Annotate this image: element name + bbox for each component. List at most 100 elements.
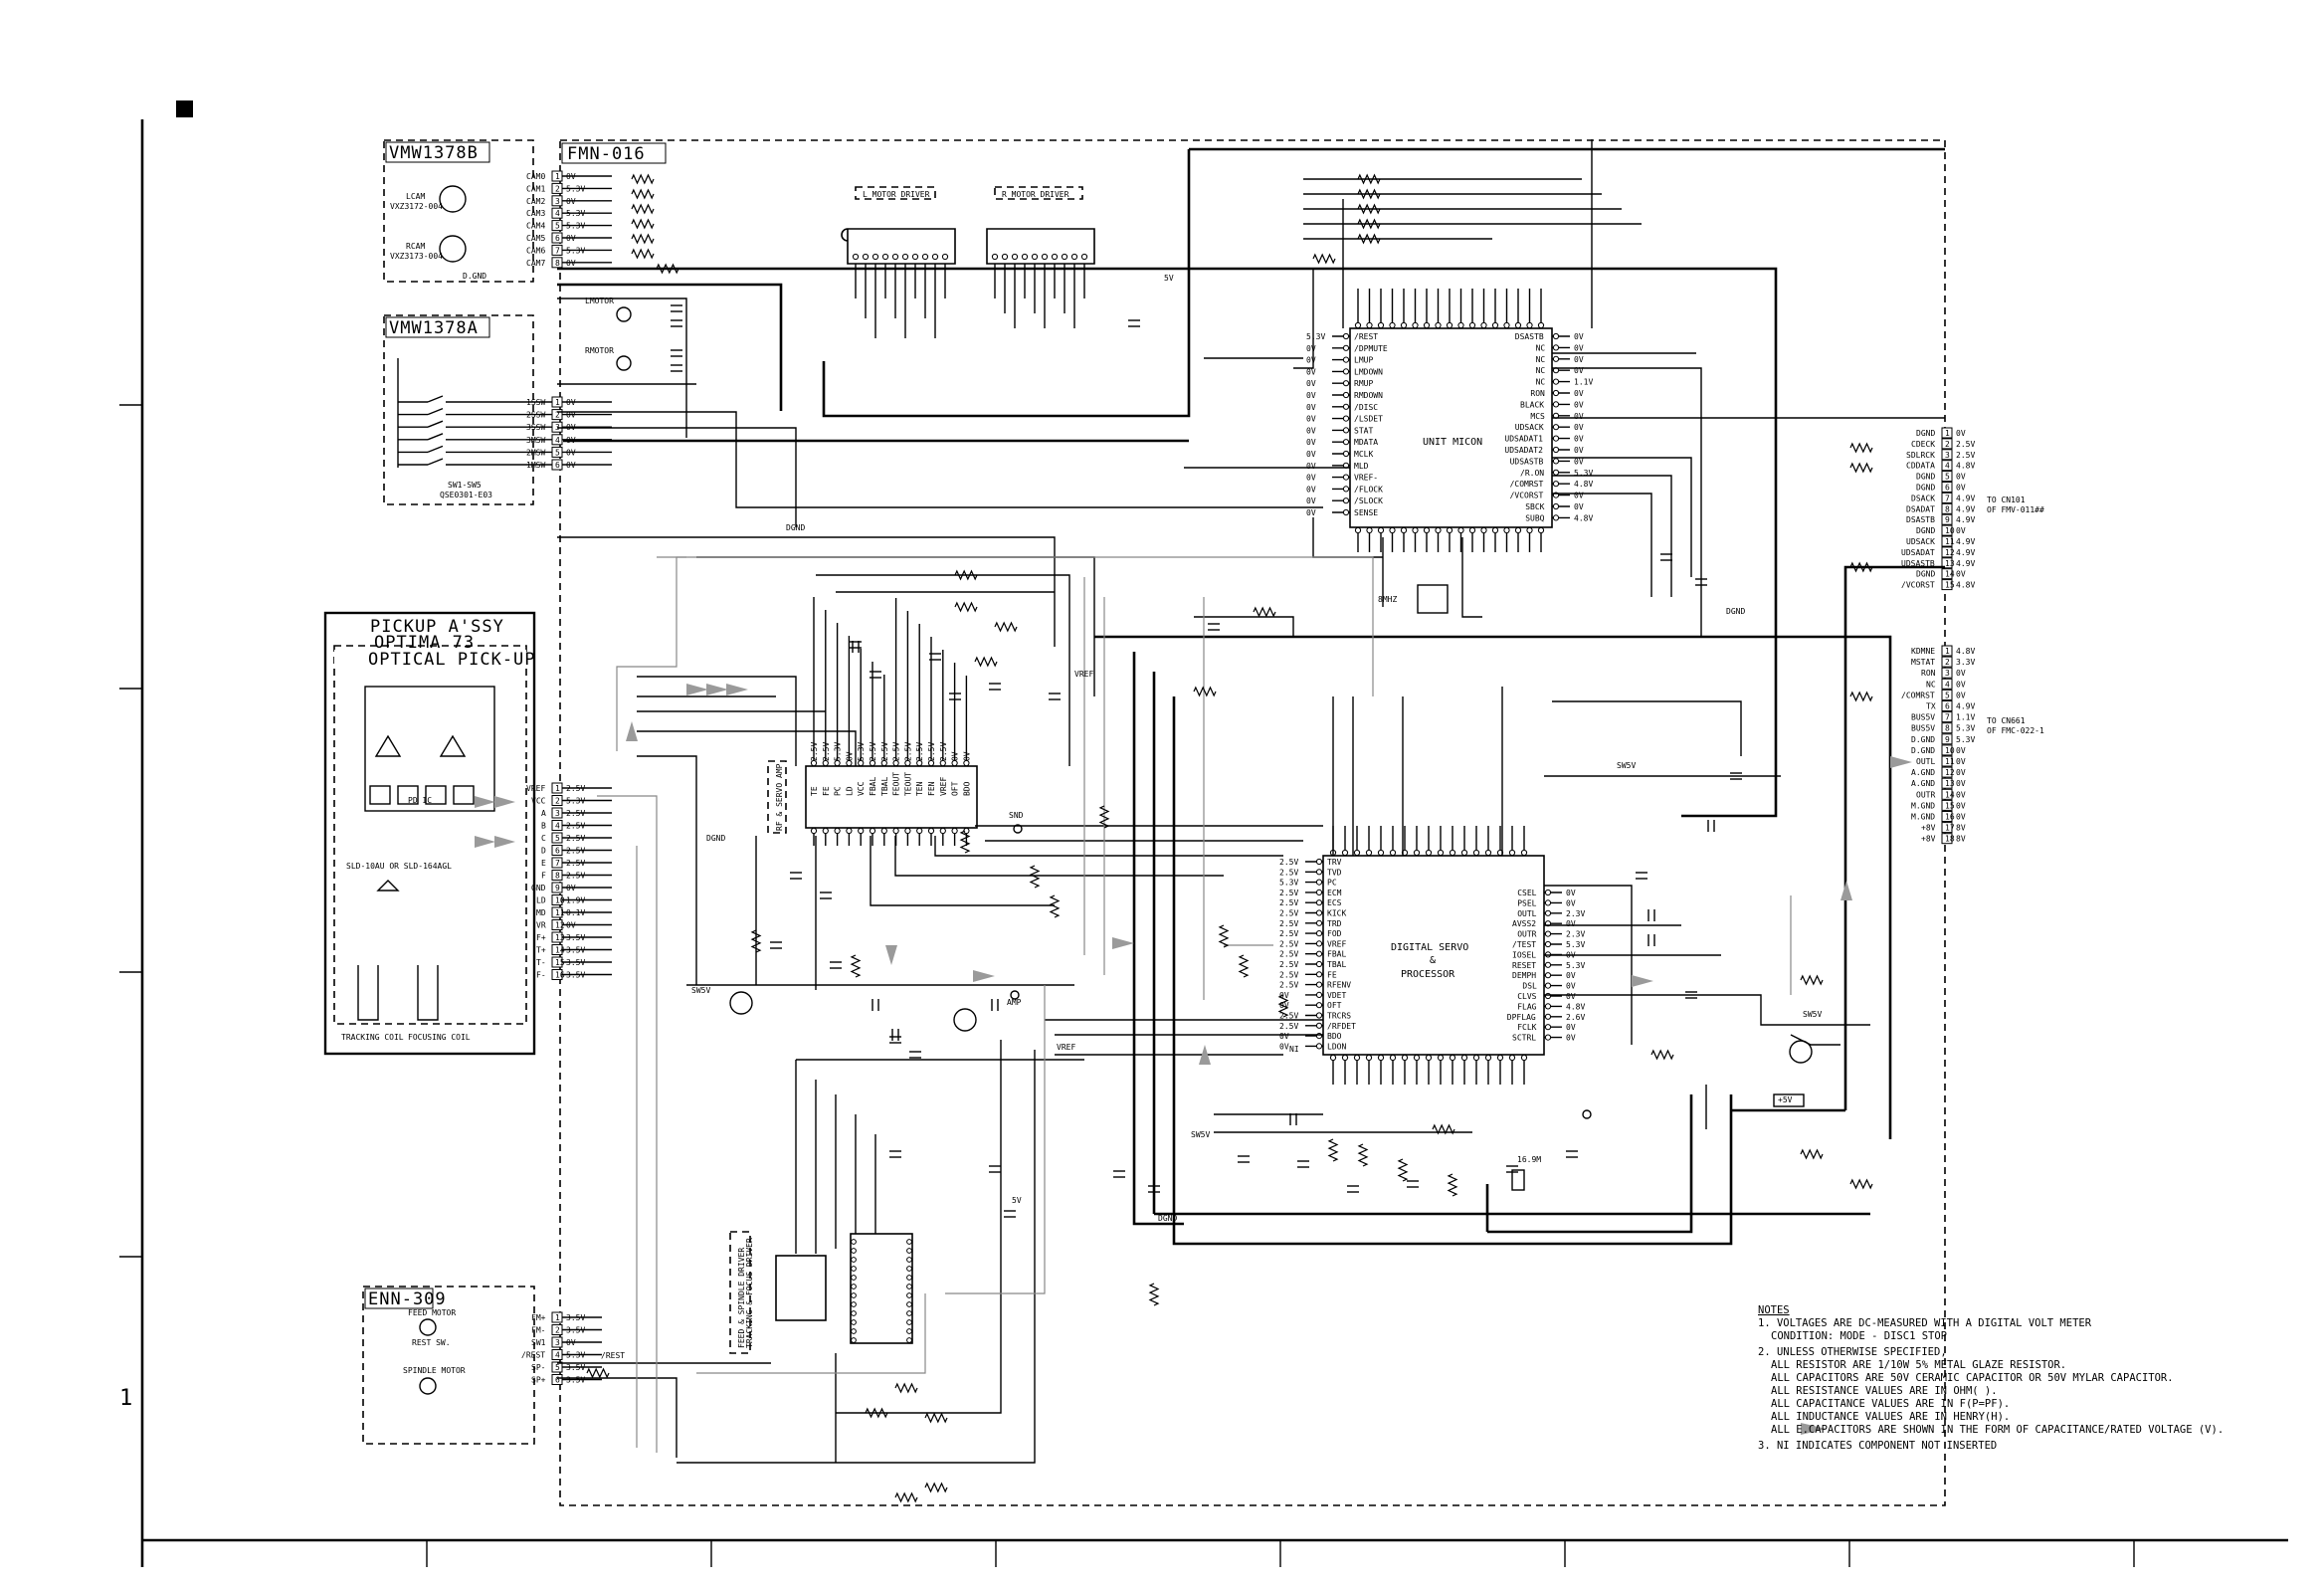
- l-motor-driver-label: L MOTOR DRIVER: [863, 190, 930, 199]
- notes-title: NOTES: [1758, 1304, 1790, 1316]
- capacitor: [790, 872, 802, 880]
- ic-pin-voltage: 2.6V: [1566, 1013, 1585, 1022]
- pin-number: 9: [1945, 735, 1950, 744]
- pin-name: LD: [536, 896, 546, 905]
- ic-pin-voltage: 5.3V: [857, 742, 866, 761]
- pin-number: 6: [555, 1376, 560, 1385]
- pin-voltage: 4.8V: [1956, 647, 1975, 656]
- pin-name: B: [541, 822, 546, 831]
- pin-name: CDDATA: [1906, 462, 1935, 471]
- pin-number: 7: [1945, 494, 1950, 502]
- ic-pin-voltage: 4.8V: [1574, 513, 1593, 522]
- snd-label: SND: [1009, 811, 1024, 820]
- note-2b: ALL CAPACITORS ARE 50V CERAMIC CAPACITOR…: [1771, 1372, 2174, 1384]
- capacitor: [1695, 578, 1707, 586]
- pin-name: OUTL: [1916, 757, 1935, 766]
- pin-name: OUTR: [1916, 790, 1935, 799]
- pin-name: M.GND: [1911, 801, 1935, 810]
- pin-name: D.GND: [1911, 746, 1935, 755]
- note-3: 3. NI INDICATES COMPONENT NOT INSERTED: [1758, 1440, 1997, 1452]
- resistor: [1357, 203, 1381, 215]
- ic-pin-name: FBAL: [1327, 950, 1346, 959]
- ic-pin-name: KICK: [1327, 909, 1346, 918]
- ic-pin-voltage: 0V: [1306, 344, 1316, 353]
- capacitor: [1148, 1185, 1160, 1193]
- spindle-driver-label: FEED & SPINDLE DRIVER: [737, 1248, 746, 1348]
- ic-pin-name: VREF-: [1354, 474, 1378, 483]
- resistor: [1357, 218, 1381, 230]
- pin-number: 10: [1945, 526, 1955, 535]
- resistor: [894, 1491, 918, 1503]
- ic-pin-voltage: 0V: [1306, 474, 1316, 483]
- ic-pin-name: FEN: [927, 781, 936, 796]
- ic-pin-voltage: 2.5V: [1279, 909, 1298, 918]
- fmn016-board: FMN-016: [559, 139, 1946, 1506]
- pin-number: 3: [555, 1338, 560, 1347]
- sw5v-label-1: SW5V: [691, 986, 710, 995]
- ic-pin: PC5.3V: [834, 742, 843, 846]
- pin-name: SDLRCK: [1906, 451, 1935, 460]
- spindle-driver-block: FEED & SPINDLE DRIVER TRACKING & FOCUS D…: [729, 1231, 913, 1354]
- pin-voltage: 0V: [1956, 429, 1966, 438]
- pin-number: 3: [555, 809, 560, 818]
- motor-drivers: L MOTOR DRIVER R MOTOR DRIVER LMOTOR RMO…: [585, 186, 1095, 371]
- capacitor: [989, 683, 1001, 691]
- ic-pin-voltage: 2.5V: [1279, 981, 1298, 990]
- capacitor: [830, 961, 842, 969]
- ic-pin-name: RON: [1530, 389, 1545, 398]
- crystal: [1511, 1169, 1525, 1191]
- pin-name: A.GND: [1911, 779, 1935, 788]
- pin-number: 7: [555, 246, 560, 255]
- resistor: [1277, 994, 1289, 1018]
- lcam-part: VXZ3172-004: [390, 202, 443, 211]
- pin-number: 8: [1945, 504, 1950, 513]
- resistor: [631, 233, 655, 245]
- ic-pin-voltage: 2.5V: [915, 742, 924, 761]
- ic-pin-voltage: 0V: [951, 751, 960, 761]
- pin-voltage: 0V: [1956, 691, 1966, 699]
- focusing-coil-label: FOCUSING COIL: [408, 1033, 471, 1042]
- pin-number: 9: [1945, 515, 1950, 524]
- pin-number: 13: [1945, 559, 1955, 568]
- ic-pin-name: VCC: [857, 781, 866, 796]
- ic-pin-name: DPFLAG: [1507, 1013, 1536, 1022]
- capacitor: [1347, 1185, 1359, 1193]
- ic-pin-name: SENSE: [1354, 508, 1378, 517]
- resistor: [850, 954, 862, 978]
- connector-pin: 16F-3.5V: [536, 969, 612, 980]
- pin-voltage: 1.1V: [1956, 713, 1975, 722]
- pin-number: 12: [1945, 768, 1955, 777]
- pin-number: 2: [555, 184, 560, 193]
- pin-name: VCC: [531, 797, 546, 806]
- pin-name: DSACK: [1911, 494, 1935, 502]
- pin-name: C: [541, 834, 546, 843]
- ic-pin-voltage: 0V: [1574, 457, 1584, 466]
- ic-pin-voltage: 0V: [1566, 971, 1576, 980]
- resistor: [1357, 1143, 1369, 1167]
- ic-pin-name: CLVS: [1517, 992, 1536, 1001]
- ic-pin-name: /SLOCK: [1354, 496, 1383, 505]
- ic-pin-voltage: 0V: [1306, 391, 1316, 400]
- ic-pin-voltage: 2.5V: [903, 742, 912, 761]
- capacitor: [1685, 991, 1697, 999]
- capacitor: [1647, 909, 1655, 921]
